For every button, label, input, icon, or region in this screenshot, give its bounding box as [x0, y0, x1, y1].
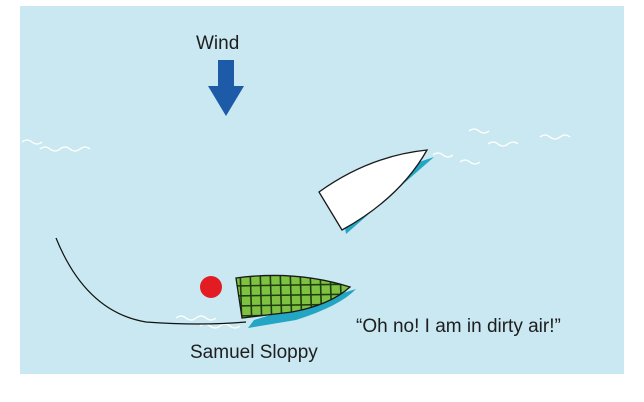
wind-label: Wind: [196, 33, 239, 55]
sailor-name-label: Samuel Sloppy: [190, 342, 318, 364]
speech-quote: “Oh no! I am in dirty air!”: [356, 316, 561, 338]
red-buoy-icon: [200, 276, 222, 298]
